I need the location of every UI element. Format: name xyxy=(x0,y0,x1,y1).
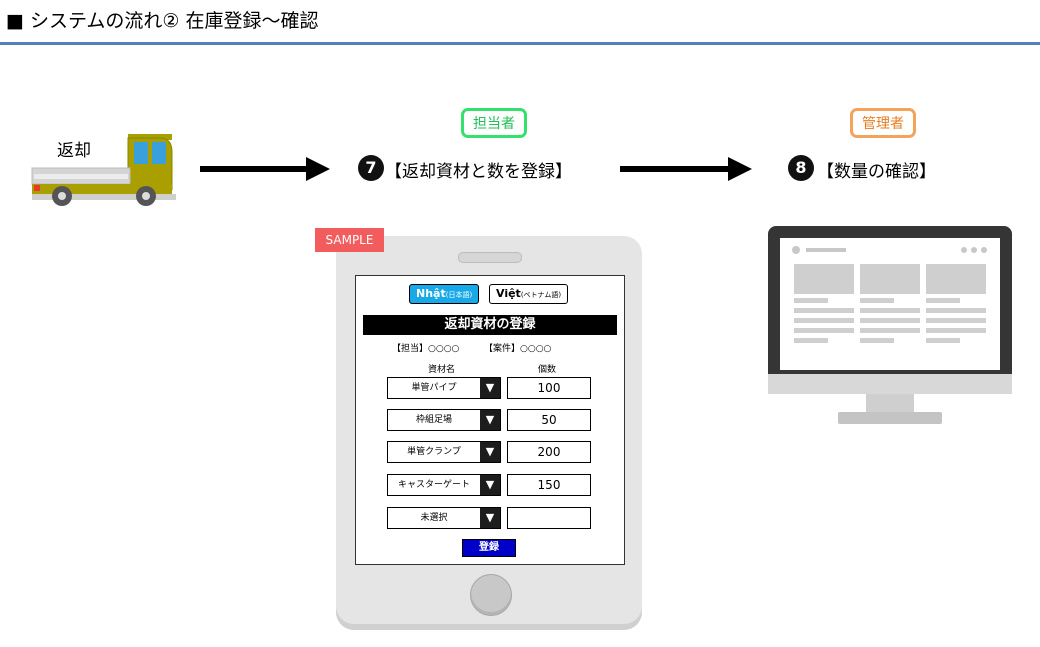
step-number-8: 8 xyxy=(788,155,814,181)
form-title: 返却資材の登録 xyxy=(363,315,617,335)
material-select-value: キャスターゲート xyxy=(397,480,470,490)
truck-label: 返却 xyxy=(57,141,91,161)
column-header-material: 資材名 xyxy=(428,365,456,375)
role-badge-staff: 担当者 xyxy=(461,108,527,138)
chevron-down-icon: ▼ xyxy=(480,475,500,495)
material-select[interactable]: 単管クランプ ▼ xyxy=(387,441,501,463)
quantity-field[interactable]: 50 xyxy=(507,409,591,431)
material-select[interactable]: 未選択 ▼ xyxy=(387,507,501,529)
sample-tag: SAMPLE xyxy=(315,228,384,252)
truck-icon xyxy=(31,134,176,206)
step-text-8: 【数量の確認】 xyxy=(817,162,936,182)
material-select[interactable]: 単管パイプ ▼ xyxy=(387,377,501,399)
lang-viet-sub: (ベトナム語) xyxy=(520,291,562,299)
step-number-7: 7 xyxy=(358,155,384,181)
role-badge-manager: 管理者 xyxy=(850,108,916,138)
assignee-label: 【担当】○○○○ xyxy=(392,344,460,354)
register-button[interactable]: 登録 xyxy=(462,539,516,557)
chevron-down-icon: ▼ xyxy=(480,442,500,462)
lang-viet-label: Việt xyxy=(496,287,521,300)
flow-arrow-2 xyxy=(620,157,752,181)
step-text-7: 【返却資材と数を登録】 xyxy=(385,162,572,182)
material-select-value: 枠組足場 xyxy=(415,415,452,425)
page-title: ■ システムの流れ② 在庫登録～確認 xyxy=(6,10,319,32)
material-select[interactable]: キャスターゲート ▼ xyxy=(387,474,501,496)
quantity-field[interactable]: 200 xyxy=(507,441,591,463)
tablet-home-button[interactable] xyxy=(470,574,512,616)
tablet-speaker xyxy=(458,252,522,263)
quantity-field[interactable]: 100 xyxy=(507,377,591,399)
material-select-value: 未選択 xyxy=(420,513,448,523)
lang-button-viet[interactable]: Việt(ベトナム語) xyxy=(489,284,569,304)
material-select[interactable]: 枠組足場 ▼ xyxy=(387,409,501,431)
header-divider xyxy=(0,42,1040,45)
material-select-value: 単管パイプ xyxy=(411,383,457,393)
chevron-down-icon: ▼ xyxy=(480,508,500,528)
material-select-value: 単管クランプ xyxy=(407,447,461,457)
flow-arrow-1 xyxy=(200,157,330,181)
chevron-down-icon: ▼ xyxy=(480,378,500,398)
project-label: 【案件】○○○○ xyxy=(484,344,552,354)
monitor-icon xyxy=(768,226,1012,424)
lang-nhat-label: Nhật xyxy=(416,287,446,300)
column-header-qty: 個数 xyxy=(538,365,557,375)
quantity-field[interactable]: 150 xyxy=(507,474,591,496)
lang-button-nhat[interactable]: Nhật(日本語) xyxy=(409,284,480,304)
chevron-down-icon: ▼ xyxy=(480,410,500,430)
quantity-field[interactable] xyxy=(507,507,591,529)
lang-nhat-sub: (日本語) xyxy=(445,291,473,299)
